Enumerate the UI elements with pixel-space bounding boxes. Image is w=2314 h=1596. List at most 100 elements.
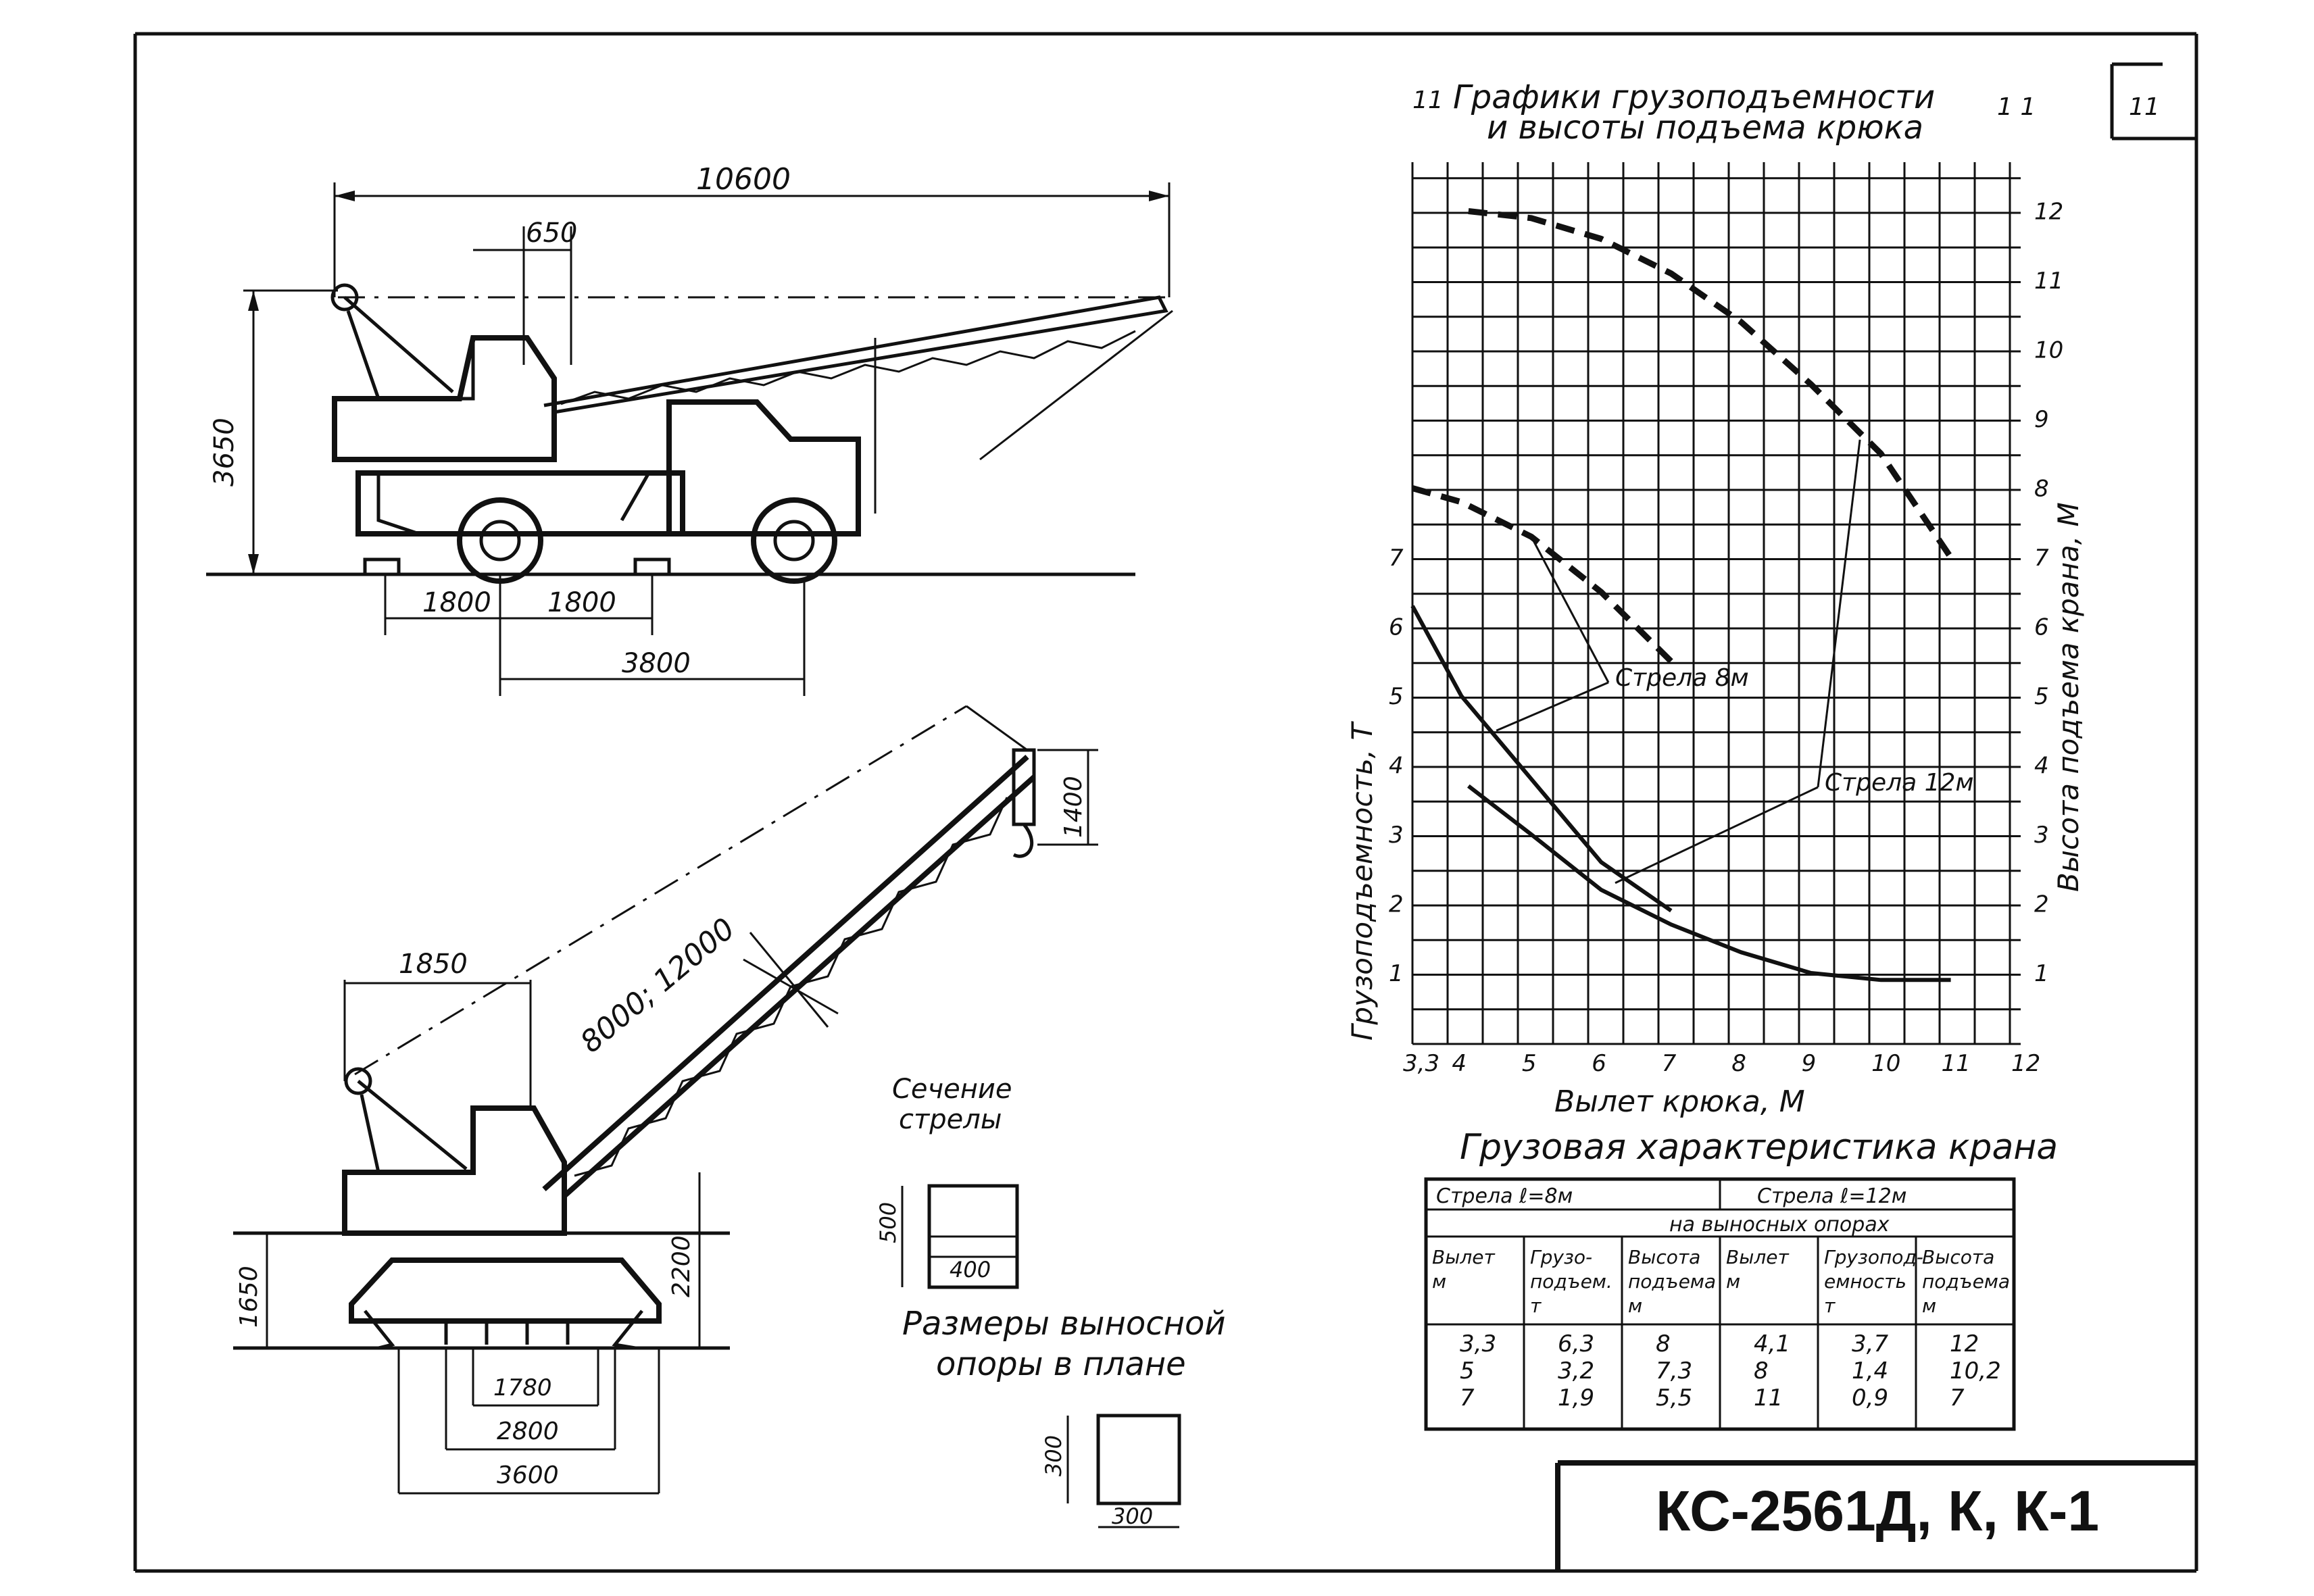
- annotation-leader: [1496, 681, 1609, 732]
- front-view: [233, 705, 1098, 1495]
- side-view: [206, 182, 1173, 696]
- page-number-left: 11: [1412, 86, 1444, 114]
- table-header-cell: м: [1726, 1270, 1740, 1293]
- annotation-leader: [1615, 786, 1819, 884]
- table-header-cell: подъема: [1922, 1270, 2010, 1293]
- dim-300-h: 300: [1041, 1435, 1066, 1476]
- sheet-frame: [133, 32, 2198, 1573]
- y-right-tick-label: 2: [2034, 891, 2049, 918]
- table-header-cell: м: [1432, 1270, 1446, 1293]
- table-header-cell: Высота: [1922, 1246, 1994, 1268]
- x-tick-label: 11: [1942, 1050, 1971, 1077]
- y-left-tick-label: 4: [1389, 753, 1404, 780]
- y-right-tick-label: 6: [2034, 614, 2049, 641]
- outrigger-title-1: Размеры выносной: [902, 1305, 1226, 1343]
- table-cell: 3,3: [1460, 1330, 1496, 1357]
- table-cell: 5: [1460, 1357, 1475, 1385]
- table-header-cell: емность: [1824, 1270, 1906, 1293]
- y-right-tick-label: 3: [2034, 822, 2049, 849]
- y-right-tick-label: 12: [2034, 199, 2063, 226]
- chart-title-1: Графики грузоподъемности: [1453, 78, 1935, 116]
- dim-500: 500: [875, 1202, 901, 1243]
- y-right-tick-label: 10: [2034, 337, 2063, 364]
- table-cell: 5,5: [1656, 1385, 1692, 1412]
- x-tick-label: 12: [2011, 1050, 2040, 1077]
- table-group-12m: Стрела ℓ=12м: [1757, 1184, 1906, 1208]
- y-left-tick-label: 2: [1389, 891, 1404, 918]
- table-cell: 1,4: [1852, 1357, 1888, 1385]
- x-tick-label: 3,3: [1403, 1050, 1439, 1077]
- dim-1800-a: 1800: [422, 587, 491, 618]
- y-right-tick-label: 11: [2034, 268, 2063, 295]
- x-tick-label: 5: [1522, 1050, 1537, 1077]
- table-group-8m: Стрела ℓ=8м: [1436, 1184, 1573, 1208]
- y-left-tick-label: 5: [1389, 683, 1404, 710]
- x-tick-label: 10: [1871, 1050, 1900, 1077]
- table-header-cell: Высота: [1628, 1246, 1700, 1268]
- y-right-tick-label: 7: [2034, 545, 2049, 572]
- table-header-cell: Грузо-: [1530, 1246, 1592, 1268]
- table-cell: 7,3: [1656, 1357, 1692, 1385]
- x-tick-label: 6: [1592, 1050, 1606, 1077]
- chart-grid: [1411, 162, 2021, 1045]
- chart-xlabel: Вылет крюка, М: [1554, 1084, 1805, 1119]
- table-header-cell: подъем.: [1530, 1270, 1613, 1293]
- table-cell: 11: [1754, 1385, 1783, 1412]
- y-right-tick-label: 4: [2034, 753, 2049, 780]
- model-title: КС-2561Д, К, К-1: [1656, 1479, 2099, 1543]
- table-cell: 6,3: [1558, 1330, 1594, 1357]
- y-right-tick-label: 8: [2034, 476, 2049, 503]
- series-line-capacity: [1467, 784, 1951, 982]
- table-cell: 7: [1950, 1385, 1965, 1412]
- y-right-tick-label: 1: [2034, 960, 2049, 987]
- table-cell: 1,9: [1558, 1385, 1594, 1412]
- table-header-cell: т: [1530, 1295, 1542, 1317]
- page-number-box: 11: [2129, 93, 2160, 121]
- table-header-cell: подъема: [1628, 1270, 1716, 1293]
- table-headers: ВылетмГрузо-подъем.тВысотаподъемамВылетм…: [1432, 1246, 2010, 1317]
- boom-section-title-1: Сечение: [892, 1074, 1012, 1105]
- table-cell: 10,2: [1950, 1357, 2001, 1385]
- y-left-tick-label: 3: [1389, 822, 1404, 849]
- y-right-tick-label: 9: [2034, 406, 2049, 433]
- annotation-boom-8m: Стрела 8м: [1615, 664, 1749, 692]
- x-tick-label: 9: [1802, 1050, 1817, 1077]
- table-header-cell: Грузопод-: [1824, 1246, 1923, 1268]
- outrigger-plan: [1066, 1414, 1181, 1528]
- chart-curves: [1410, 208, 1954, 982]
- y-right-tick-label: 5: [2034, 683, 2049, 710]
- table-header-cell: Вылет: [1432, 1246, 1495, 1268]
- y-left-tick-label: 7: [1389, 545, 1404, 572]
- chart-ylabel-right: Высота подъема крана, М: [2052, 502, 2085, 892]
- chart-title-2: и высоты подъема крюка: [1487, 109, 1923, 147]
- dim-1650: 1650: [235, 1266, 263, 1328]
- table-cell: 0,9: [1852, 1385, 1888, 1412]
- dim-height: 3650: [209, 418, 240, 487]
- dim-400: 400: [950, 1257, 991, 1282]
- title-block: [1555, 1460, 2196, 1571]
- x-tick-label: 4: [1452, 1050, 1467, 1077]
- y-left-tick-label: 6: [1389, 614, 1404, 641]
- outrigger-title-2: опоры в плане: [936, 1345, 1186, 1383]
- table-subheader: на выносных опорах: [1669, 1213, 1890, 1237]
- dim-300-w: 300: [1112, 1503, 1153, 1529]
- dim-1780: 1780: [493, 1374, 552, 1401]
- series-line-capacity: [1410, 605, 1673, 913]
- table-cell: 8: [1754, 1357, 1769, 1385]
- table-header-cell: м: [1922, 1295, 1936, 1317]
- table-cell: 7: [1460, 1385, 1475, 1412]
- dim-2200: 2200: [668, 1235, 695, 1297]
- table-cell: 3,7: [1852, 1330, 1888, 1357]
- boom-section: [901, 1184, 1019, 1289]
- table-header-cell: м: [1628, 1295, 1642, 1317]
- table-header-cell: т: [1824, 1295, 1836, 1317]
- series-line-height: [1411, 485, 1673, 664]
- y-left-tick-label: 1: [1389, 960, 1404, 987]
- annotation-boom-12m: Стрела 12м: [1825, 769, 1974, 797]
- series-line-height: [1468, 208, 1954, 559]
- boom-section-title-2: стрелы: [899, 1104, 1002, 1135]
- table-caption: Грузовая характеристика крана: [1460, 1127, 2058, 1168]
